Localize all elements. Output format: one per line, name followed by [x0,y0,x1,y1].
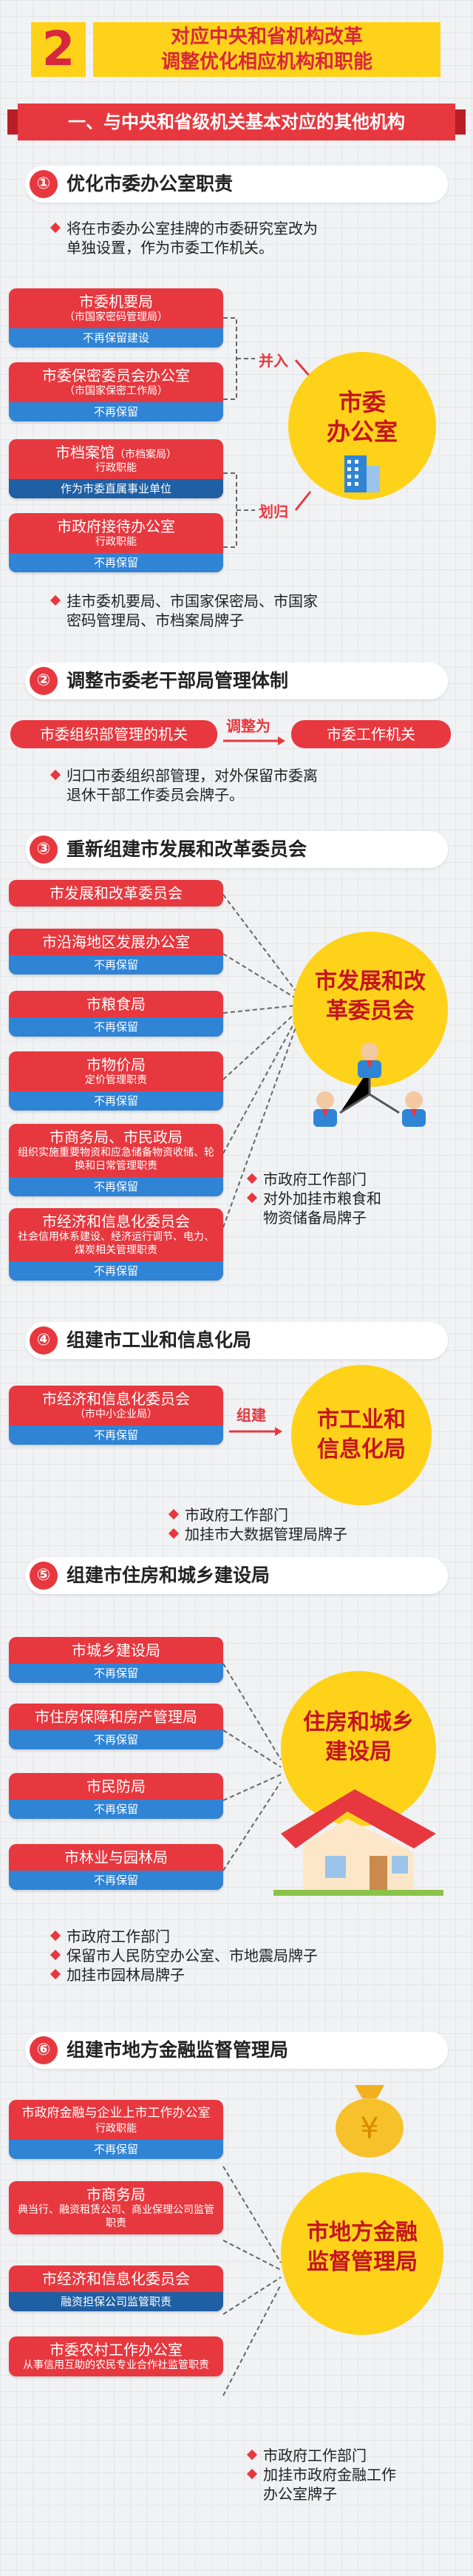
subsection-title: 组建市工业和信息化局 [67,1329,252,1351]
bullet-icon [168,1508,180,1520]
building-icon [344,455,380,492]
s1-outro: 挂市委机要局、市国家保密局、市国家 密码管理局、市档案局牌子 [50,592,318,630]
subsection-title: 优化市委办公室职责 [67,173,234,194]
arrow-right-icon [223,736,285,745]
subsection-3-header: ③ 重新组建市发展和改革委员会 [25,831,448,868]
subsection-5-header: ⑤ 组建市住房和城乡建设局 [25,1557,448,1594]
s4-target-circle: 市工业和 信息化局 [291,1365,432,1505]
bullet-icon [246,2449,258,2461]
section-number: 2 [31,22,86,77]
s1-box-4: 市政府接待办公室行政职能 不再保留 [9,513,223,572]
subsection-title: 组建市地方金融监督管理局 [67,2039,289,2061]
s5-box-2: 市住房保障和房产管理局 不再保留 [9,1704,223,1749]
s6-notes: 市政府工作部门 加挂市政府金融工作 办公室牌子 [246,2446,396,2504]
subsection-number: ④ [30,1326,58,1355]
svg-text:¥: ¥ [360,2112,378,2146]
subsection-number: ⑤ [30,1562,58,1590]
bullet-icon [50,1930,61,1942]
s2-arrow-label: 调整为 [226,717,270,735]
s5-notes: 市政府工作部门 保留市人民防空办公室、市地震局牌子 加挂市园林局牌子 [50,1927,318,1984]
house-icon [273,1789,443,1896]
s3-notes: 市政府工作部门 对外加挂市粮食和 物资储备局牌子 [246,1170,381,1227]
subsection-number: ② [30,667,58,695]
s1-box-2: 市委保密委员会办公室（市国家保密工作局） 不再保留 [9,362,223,421]
s6-box-1: 市政府金融与企业上市工作办公室行政职能 不再保留 [9,2100,223,2159]
s4-box: 市经济和信息化委员会（市中小企业局） 不再保留 [9,1386,223,1445]
s6-box-3: 市经济和信息化委员会 融资担保公司监管职责 [9,2265,223,2311]
s5-box-1: 市城乡建设局 不再保留 [9,1637,223,1683]
bullet-icon [246,1192,258,1204]
arrow-right-icon [229,1427,282,1436]
title-line-1: 对应中央和省机构改革 [170,26,363,48]
s1-box-1: 市委机要局（市国家密码管理局） 不再保留建设 [9,288,223,348]
s2-note: 归口市委组织部管理，对外保留市委离 退休干部工作委员会牌子。 [50,766,318,804]
s3-box-3: 市粮食局 不再保留 [9,991,223,1037]
s4-arrow-label: 组建 [236,1406,266,1424]
s3-box-2: 市沿海地区发展办公室 不再保留 [9,929,223,975]
subsection-title: 重新组建市发展和改革委员会 [67,838,307,860]
s3-box-5: 市商务局、市民政局组织实施重要物资和应急储备物资收储、轮换和日常管理职责 不再保… [9,1124,223,1196]
subsection-1-header: ① 优化市委办公室职责 [25,166,448,203]
bullet-icon [50,1949,61,1961]
s3-box-1: 市发展和改革委员会 [9,880,223,906]
title-line-2: 调整优化相应机构和职能 [160,51,372,73]
transfer-label: 划归 [259,503,288,521]
s5-box-3: 市民防局 不再保留 [9,1773,223,1819]
s1-target-circle: 市委 办公室 [288,352,436,500]
s1-intro: 将在市委办公室挂牌的市委研究室改为 单独设置，作为市委工作机关。 [50,219,318,257]
subsection-title: 调整市委老干部局管理体制 [67,670,289,691]
s4-notes: 市政府工作部门 加挂市大数据管理局牌子 [168,1505,347,1544]
category-banner: 一、与中央和省级机关基本对应的其他机构 [7,104,466,140]
s6-target-circle: 市地方金融 监督管理局 [281,2172,443,2335]
s1-box-3: 市档案馆（市档案局）行政职能 作为市委直属事业单位 [9,439,223,498]
bullet-icon [50,594,61,606]
subsection-number: ③ [30,835,58,864]
s3-box-4: 市物价局定价管理职责 不再保留 [9,1051,223,1111]
s6-box-4: 市委农村工作办公室从事信用互助的农民专业合作社监管职责 [9,2336,223,2376]
s5-box-4: 市林业与园林局 不再保留 [9,1844,223,1890]
bullet-icon [50,1968,61,1980]
bullet-icon [168,1528,180,1539]
subsection-4-header: ④ 组建市工业和信息化局 [25,1322,448,1359]
s2-right-tag: 市委工作机关 [291,720,451,748]
bullet-icon [246,2468,258,2480]
subsection-number: ⑥ [30,2036,58,2064]
bullet-icon [50,769,61,781]
bullet-icon [246,1173,258,1184]
subsection-title: 组建市住房和城乡建设局 [67,1565,270,1586]
s6-box-2: 市商务局典当行、融资租赁公司、商业保理公司监管职责 [9,2181,223,2234]
subsection-2-header: ② 调整市委老干部局管理体制 [25,662,448,699]
s3-box-6: 市经济和信息化委员会社会信用体系建设、经济运行调节、电力、煤炭相关管理职责 不再… [9,1208,223,1281]
merge-label: 并入 [259,352,288,370]
subsection-number: ① [30,170,58,198]
s2-left-tag: 市委组织部管理的机关 [10,720,217,748]
section-title: 对应中央和省机构改革 调整优化相应机构和职能 [93,22,440,77]
people-icon [313,1043,426,1127]
subsection-6-header: ⑥ 组建市地方金融监督管理局 [25,2032,448,2069]
moneybag-icon: ¥ [336,2085,404,2158]
